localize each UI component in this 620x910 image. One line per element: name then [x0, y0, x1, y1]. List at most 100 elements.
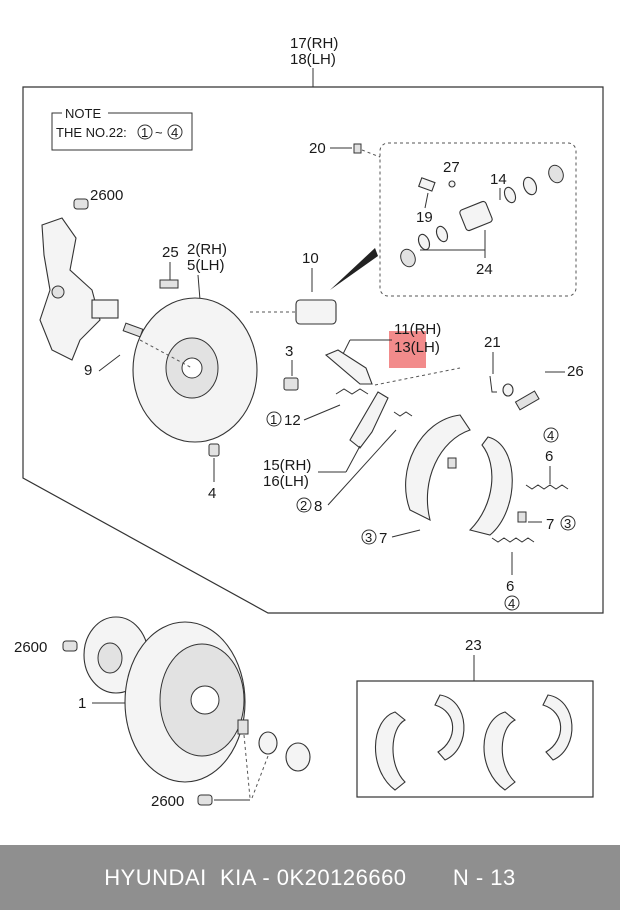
- label-37-circle: 3: [365, 530, 372, 545]
- circle-8: [296, 497, 312, 513]
- label-4b-circle: 4: [508, 596, 515, 611]
- note-range-start: 1: [141, 125, 148, 140]
- spindle: [91, 299, 119, 319]
- circle-4b: [504, 595, 520, 611]
- note-range-sep: ~: [155, 125, 163, 140]
- cylinder-subassembly-box: [379, 142, 577, 297]
- leader-9: [98, 354, 121, 372]
- footer-bar: HYUNDAI KIA - 0K20126660 N - 13: [0, 845, 620, 910]
- label-5[interactable]: 5(LH): [187, 257, 225, 274]
- label-14[interactable]: 14: [490, 171, 507, 188]
- retainer-7: [517, 511, 527, 523]
- piston: [522, 176, 538, 196]
- bolt-9: [122, 322, 144, 338]
- label-7-circle: 3: [564, 516, 571, 531]
- bolt-25: [159, 279, 179, 289]
- brake-shoe-left: [405, 414, 471, 522]
- backing-plate-center: [181, 357, 203, 379]
- label-3[interactable]: 3: [285, 343, 293, 360]
- leader-37: [391, 529, 421, 538]
- label-26[interactable]: 26: [567, 363, 584, 380]
- label-6a[interactable]: 6: [545, 448, 553, 465]
- label-2[interactable]: 2(RH): [187, 241, 227, 258]
- label-18[interactable]: 18(LH): [290, 51, 336, 68]
- label-12-circle: 1: [270, 412, 277, 427]
- plug-4: [208, 443, 220, 457]
- ball-27: [448, 180, 456, 188]
- label-4a-circle: 4: [547, 428, 554, 443]
- bleeder-screw-19: [418, 177, 436, 192]
- spring-6a: [525, 484, 569, 490]
- label-24[interactable]: 24: [476, 261, 493, 278]
- piston-cup: [503, 186, 517, 204]
- dash-2600-a: [243, 734, 251, 799]
- label-9[interactable]: 9: [84, 362, 92, 379]
- wheel-cylinder-10: [295, 299, 337, 325]
- footer-caption: HYUNDAI KIA - 0K20126660 N - 13: [104, 865, 516, 891]
- leader-19: [424, 192, 429, 209]
- circle-37: [361, 529, 377, 545]
- label-8[interactable]: 8: [314, 498, 322, 515]
- label-10[interactable]: 10: [302, 250, 319, 267]
- strut-15-16: [349, 391, 389, 449]
- label-2600-top[interactable]: 2600: [90, 187, 123, 204]
- label-23[interactable]: 23: [465, 637, 482, 654]
- spring-8: [393, 411, 413, 417]
- dash-21: [374, 367, 461, 386]
- circle-12: [266, 411, 282, 427]
- label-2600-left[interactable]: 2600: [14, 639, 47, 656]
- label-1[interactable]: 1: [78, 695, 86, 712]
- label-4[interactable]: 4: [208, 485, 216, 502]
- label-16[interactable]: 16(LH): [263, 473, 309, 490]
- leader-8: [327, 429, 397, 506]
- kit-shoe-1: [375, 711, 406, 791]
- kit-shoe-2: [434, 694, 465, 761]
- assembly-outline: [22, 86, 604, 614]
- dust-boot-right: [548, 164, 564, 184]
- label-19[interactable]: 19: [416, 209, 433, 226]
- lever-11-13: [324, 349, 373, 385]
- label-7[interactable]: 7: [546, 516, 554, 533]
- note-box: [51, 112, 193, 151]
- bolt-2600-top: [73, 198, 89, 210]
- piston-left: [417, 233, 431, 251]
- kit-shoe-4: [542, 694, 573, 761]
- label-11[interactable]: 11(RH): [394, 321, 441, 338]
- label-6b[interactable]: 6: [506, 578, 514, 595]
- note-title-bg: [62, 107, 108, 119]
- exploded-parts-diagram: 17(RH) 18(LH) NOTE THE NO.22: 1 ~ 4 20 2…: [14, 35, 604, 810]
- label-21[interactable]: 21: [484, 334, 501, 351]
- label-37[interactable]: 7: [379, 530, 387, 547]
- wheel-hub-center: [97, 642, 123, 674]
- note-range-end: 4: [171, 125, 178, 140]
- circle-4a: [543, 427, 559, 443]
- cylinder-body: [459, 200, 493, 232]
- kit-shoe-3: [483, 711, 517, 791]
- circle-7: [560, 515, 576, 531]
- label-25[interactable]: 25: [162, 244, 179, 261]
- bolt-26: [514, 390, 540, 411]
- label-13[interactable]: 13(LH): [394, 339, 440, 356]
- label-15[interactable]: 15(RH): [263, 457, 311, 474]
- label-17[interactable]: 17(RH): [290, 35, 338, 52]
- note-circle-end: [167, 124, 183, 140]
- label-12[interactable]: 12: [284, 412, 301, 429]
- label-2600-bottom[interactable]: 2600: [151, 793, 184, 810]
- dash-9: [139, 339, 193, 369]
- label-8-circle: 2: [300, 498, 307, 513]
- brake-shoe-right: [468, 436, 513, 536]
- label-27[interactable]: 27: [443, 159, 460, 176]
- pin-21: [489, 375, 497, 393]
- steering-knuckle: [39, 217, 101, 361]
- pin-shoe: [447, 457, 457, 469]
- note-text: THE NO.22:: [56, 125, 127, 140]
- screw-drum: [237, 719, 249, 735]
- lock-nut: [258, 731, 278, 755]
- bolt-2600-bottom: [197, 794, 213, 806]
- leader-12: [303, 404, 341, 421]
- highlight-11-13: [389, 331, 426, 368]
- label-20[interactable]: 20: [309, 140, 326, 157]
- spring-12: [335, 388, 369, 395]
- spring-6b: [491, 537, 535, 543]
